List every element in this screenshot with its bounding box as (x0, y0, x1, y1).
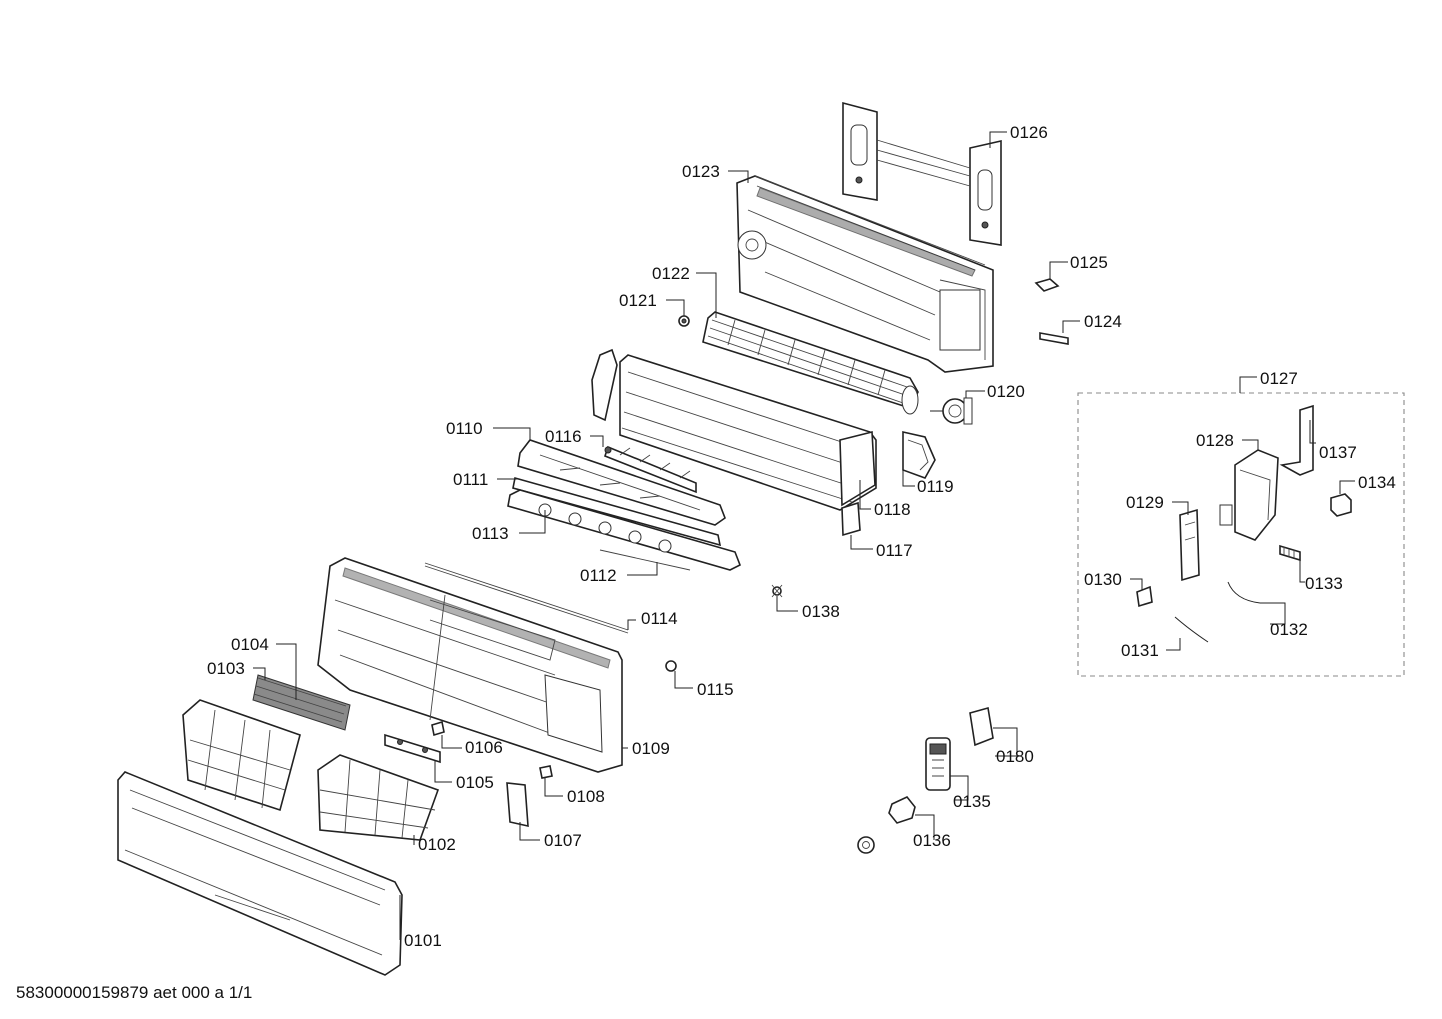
part-0124-bracket[interactable] (1039, 332, 1069, 345)
label-0118: 0118 (874, 500, 911, 519)
label-0132: 0132 (1270, 620, 1308, 639)
label-0116: 0116 (545, 427, 582, 446)
label-0120: 0120 (987, 382, 1025, 401)
part-labels: 0123 0126 0125 0124 0122 0121 0120 0119 … (207, 123, 1396, 950)
label-0109: 0109 (632, 739, 670, 758)
label-0134: 0134 (1358, 473, 1396, 492)
part-0103-cover[interactable] (253, 677, 347, 723)
part-0109-front-frame[interactable] (317, 557, 623, 773)
label-0121: 0121 (619, 291, 657, 310)
part-0118-evaporator[interactable] (591, 348, 877, 511)
label-0117: 0117 (876, 541, 913, 560)
label-0112: 0112 (580, 566, 617, 585)
label-0111: 0111 (453, 470, 488, 489)
label-0110: 0110 (446, 419, 483, 438)
part-0123-back-chassis[interactable] (736, 175, 994, 373)
label-0107: 0107 (544, 831, 582, 850)
label-0137: 0137 (1319, 443, 1357, 462)
label-0131: 0131 (1121, 641, 1159, 660)
part-0136-drain-cap[interactable] (888, 796, 916, 824)
label-0126: 0126 (1010, 123, 1048, 142)
part-0126-mounting-plate[interactable] (842, 101, 1002, 246)
part-0132-wire[interactable] (1227, 581, 1261, 604)
label-0130: 0130 (1084, 570, 1122, 589)
part-0104-display-board[interactable] (252, 674, 351, 731)
label-0135: 0135 (953, 792, 991, 811)
label-0123: 0123 (682, 162, 720, 181)
part-0102-air-filters[interactable] (182, 699, 440, 841)
label-0127: 0127 (1260, 369, 1298, 388)
part-0111-horizontal-louver[interactable] (512, 476, 722, 547)
label-0113: 0113 (472, 524, 509, 543)
part-0115-clip[interactable] (665, 660, 677, 672)
part-0106-clip[interactable] (431, 720, 445, 737)
part-0125-clip[interactable] (1034, 278, 1060, 292)
part-0114-rod[interactable] (424, 562, 629, 634)
label-0128: 0128 (1196, 431, 1234, 450)
part-0130-clip[interactable] (1136, 585, 1153, 608)
leader-lines (253, 131, 1355, 940)
part-0133-terminal[interactable] (1279, 544, 1301, 562)
part-0113-vertical-louver-set[interactable] (507, 489, 742, 571)
part-0116-swing-motor[interactable] (604, 445, 697, 494)
part-0131-wire[interactable] (1174, 616, 1209, 643)
label-0119: 0119 (917, 477, 954, 496)
label-0105: 0105 (456, 773, 494, 792)
label-0129: 0129 (1126, 493, 1164, 512)
part-0117-sensor-cover[interactable] (841, 501, 861, 537)
part-0180-remote-holder[interactable] (969, 706, 994, 747)
label-0138: 0138 (802, 602, 840, 621)
group-box-0127 (1077, 392, 1405, 677)
part-0105-bracket[interactable] (384, 733, 441, 764)
part-0107-cover[interactable] (506, 782, 529, 828)
label-0114: 0114 (641, 609, 678, 628)
label-0122: 0122 (652, 264, 690, 283)
part-0137-bracket[interactable] (1279, 404, 1314, 476)
label-0115: 0115 (697, 680, 734, 699)
label-0106: 0106 (465, 738, 503, 757)
label-0180: 0180 (996, 747, 1034, 766)
label-0104: 0104 (231, 635, 269, 654)
label-0124: 0124 (1084, 312, 1122, 331)
part-0112-louver-link[interactable] (599, 549, 691, 571)
document-id-footer: 58300000159879 aet 000 a 1/1 (16, 983, 252, 1002)
part-0134-relay[interactable] (1330, 493, 1352, 517)
part-0120-fan-motor[interactable] (930, 397, 973, 425)
part-0101-front-panel[interactable] (117, 771, 403, 976)
label-0125: 0125 (1070, 253, 1108, 272)
part-0122-cross-flow-fan[interactable] (702, 311, 919, 415)
label-0108: 0108 (567, 787, 605, 806)
label-0102: 0102 (418, 835, 456, 854)
part-0129-pcb[interactable] (1179, 508, 1200, 582)
label-0136: 0136 (913, 831, 951, 850)
part-0128-control-box[interactable] (1219, 449, 1279, 541)
part-0108-clip[interactable] (539, 765, 553, 779)
label-0101: 0101 (404, 931, 442, 950)
part-0119-motor-cover[interactable] (902, 430, 936, 479)
part-0136b-nut[interactable] (857, 836, 875, 854)
label-0133: 0133 (1305, 574, 1343, 593)
part-0121-bearing[interactable] (678, 315, 690, 327)
part-0135-remote-control[interactable] (925, 737, 951, 791)
part-0138-screw[interactable] (771, 584, 783, 598)
label-0103: 0103 (207, 659, 245, 678)
